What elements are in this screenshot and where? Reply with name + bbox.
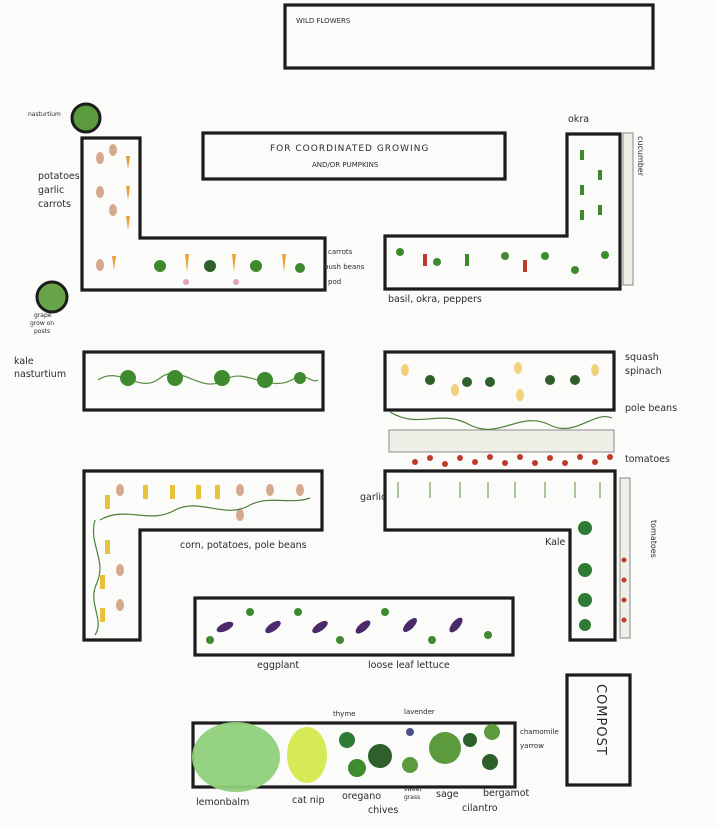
cat-nip-label: cat nip [292,795,325,806]
herb-plants [192,722,500,792]
grape-grow-label: grow on [30,320,55,327]
kale-nasturtium-bed [82,350,325,412]
tomatoes-vertical-label: tomatoes [649,520,658,558]
chives-label: chives [368,805,399,816]
potato-carrot-plants [96,144,130,271]
spinach-label: spinach [625,366,662,377]
tomato-row [412,454,627,623]
cilantro-label: cilantro [462,803,498,814]
grass-label: grass [404,794,421,801]
nasturtium-label: nasturtium [14,369,67,380]
squash-spinach-bed [383,350,616,412]
potatoes-label: potatoes [38,171,80,182]
thyme-label: thyme [333,710,356,718]
eggplant-lettuce-plants [206,608,492,644]
chamomile-label: chamomile [520,728,559,736]
pole-beans-right-label: pole beans [625,403,678,414]
lavender-label: lavender [404,708,435,716]
oregano-label: oregano [342,791,382,802]
coordinated-growing-bed [201,131,507,181]
corn-potato-plants [92,484,311,636]
bergamot-label: bergamot [483,788,530,799]
carrots-label: carrots [38,199,71,210]
kale-plants-right [578,521,592,631]
loose-leaf-lettuce-label: loose leaf lettuce [368,660,450,671]
tomatoes-label: tomatoes [625,454,670,465]
squash-spinach-plants [389,362,613,430]
lemon-balm-label: lemonbalm [196,797,250,808]
garlic-right-label: garlic [360,492,387,503]
corn-potatoes-pole-beans-label: corn, potatoes, pole beans [180,540,307,551]
basil-okra-l-bed [383,132,622,291]
sage-label: sage [436,789,459,800]
tomato-trellis [388,132,634,639]
kale-label: kale [14,356,34,367]
garlic-kale-plants [397,482,601,498]
grape-label: grape [34,312,52,319]
coordinated-growing-label: FOR COORDINATED GROWING [270,144,430,154]
grape-pot [35,280,69,314]
squash-label: squash [625,352,659,363]
okra-label: okra [568,114,590,125]
compost-bin [565,673,632,787]
kale-nasturtium-plants [97,370,319,388]
pumpkins-label: AND/OR PUMPKINS [312,161,379,169]
kale-right-label: Kale [545,537,566,548]
carrots-right-label: carrots [328,248,353,256]
carrot-bean-plants [154,254,305,285]
wild-flowers-bed [283,3,655,70]
compost-label: COMPOST [593,684,608,756]
grape-posts-label: posts [34,328,51,335]
garlic-kale-l-bed [383,469,617,642]
garlic-label: garlic [38,185,65,196]
eggplant-lettuce-bed [193,596,515,657]
nasturtium-top-label: nasturtium [28,111,61,118]
wild-flowers-label: WILD FLOWERS [296,17,351,25]
pod-label: pod [328,278,342,286]
bush-beans-label: bush beans [324,263,365,271]
cucumber-label: cucumber [636,136,645,177]
sweet-grass-label: sweet [404,786,422,793]
potatoes-carrots-l-bed [80,136,327,292]
okra-pepper-plants [396,150,609,274]
nasturtium-pot [70,102,102,134]
corn-potatoes-l-bed [82,469,324,642]
yarrow-label: yarrow [520,742,544,750]
eggplant-label: eggplant [257,660,300,671]
basil-okra-peppers-label: basil, okra, peppers [388,294,482,305]
